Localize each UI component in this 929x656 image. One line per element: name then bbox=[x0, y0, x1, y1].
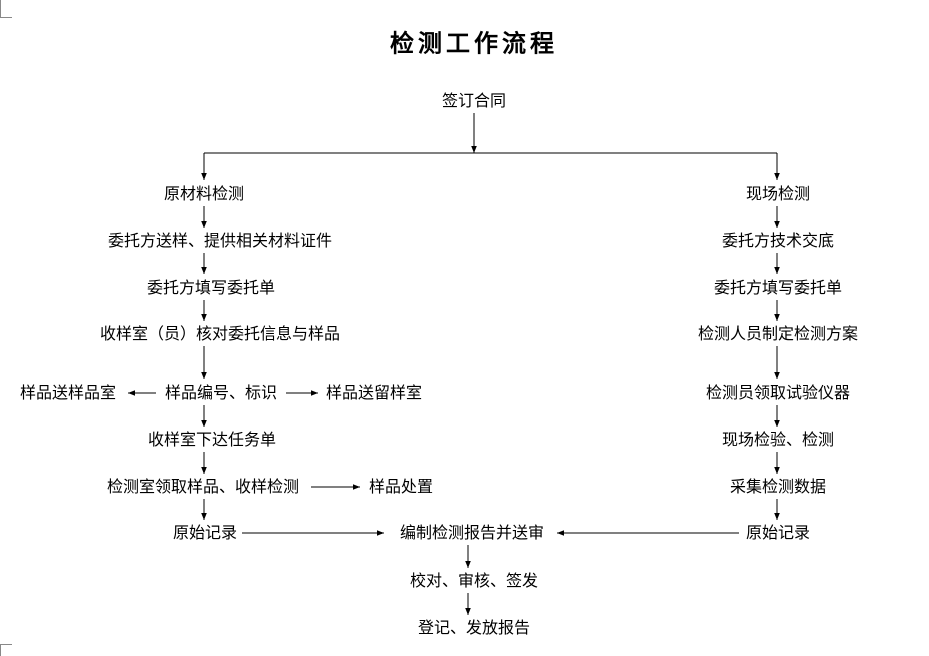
node-field-inspection: 现场检验、检测 bbox=[721, 430, 835, 449]
crop-mark-bottom-left-h bbox=[0, 644, 12, 645]
node-plan-test-scheme: 检测人员制定检测方案 bbox=[697, 324, 859, 343]
node-contract: 签订合同 bbox=[441, 91, 507, 110]
node-client-send-sample: 委托方送样、提供相关材料证件 bbox=[107, 231, 333, 250]
node-original-record-right: 原始记录 bbox=[745, 523, 811, 542]
crop-mark-top-left-h bbox=[0, 17, 12, 18]
page-title: 检测工作流程 bbox=[390, 29, 558, 58]
node-collect-instruments: 检测员领取试验仪器 bbox=[705, 383, 851, 402]
node-collect-data: 采集检测数据 bbox=[729, 477, 827, 496]
node-sample-to-sample-room: 样品送样品室 bbox=[19, 383, 117, 402]
node-raw-material-test: 原材料检测 bbox=[163, 184, 245, 203]
node-client-fill-form-right: 委托方填写委托单 bbox=[713, 278, 843, 297]
node-original-record-left: 原始记录 bbox=[172, 523, 238, 542]
node-receiver-issue-task: 收样室下达任务单 bbox=[147, 430, 277, 449]
node-receiver-check: 收样室（员）核对委托信息与样品 bbox=[99, 324, 341, 343]
node-client-fill-form-left: 委托方填写委托单 bbox=[146, 278, 276, 297]
node-client-tech-briefing: 委托方技术交底 bbox=[721, 231, 835, 250]
node-lab-receive-test: 检测室领取样品、收样检测 bbox=[106, 477, 300, 496]
node-field-test: 现场检测 bbox=[745, 184, 811, 203]
node-proofread-review-sign: 校对、审核、签发 bbox=[409, 571, 539, 590]
node-sample-to-retention-room: 样品送留样室 bbox=[325, 383, 423, 402]
node-register-issue-report: 登记、发放报告 bbox=[417, 618, 531, 637]
crop-mark-bottom-left bbox=[0, 644, 1, 656]
node-sample-disposal: 样品处置 bbox=[368, 477, 434, 496]
crop-mark-top-left bbox=[0, 0, 1, 18]
node-compile-report: 编制检测报告并送审 bbox=[399, 523, 545, 542]
node-sample-numbering: 样品编号、标识 bbox=[164, 383, 278, 402]
